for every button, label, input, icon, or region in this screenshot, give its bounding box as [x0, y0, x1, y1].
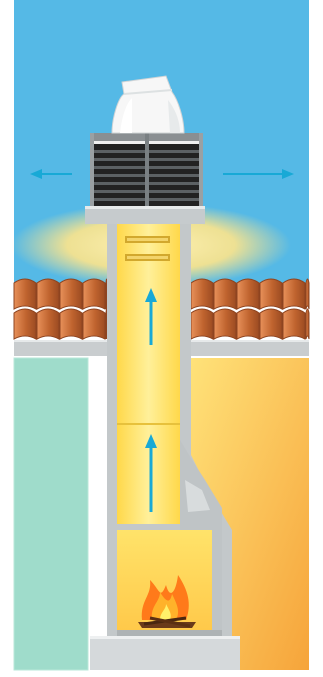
roof-tile: [214, 279, 236, 309]
roof-tile: [237, 279, 259, 309]
roof-tile: [106, 309, 107, 339]
roof-tiles-left: [14, 279, 107, 339]
roof-tile: [106, 279, 107, 309]
roof-tile: [37, 279, 59, 309]
roof-tile: [260, 309, 282, 339]
hearth-base: [90, 636, 240, 670]
roof-tile: [306, 309, 309, 339]
roof-tile: [191, 309, 213, 339]
left-wall: [14, 358, 88, 670]
roof-tiles-right: [191, 279, 309, 339]
roof-tile: [260, 279, 282, 309]
roof-tile: [283, 279, 305, 309]
roof-tile: [214, 309, 236, 339]
roof-tile: [283, 309, 305, 339]
roof-tile: [60, 309, 82, 339]
roof-tile: [191, 279, 213, 309]
roof-tile: [237, 309, 259, 339]
roof-tile: [60, 279, 82, 309]
roof-tile: [14, 279, 36, 309]
roof-tile: [37, 309, 59, 339]
roof-tile: [83, 309, 105, 339]
roof-tile: [83, 279, 105, 309]
roof-tile: [306, 279, 309, 309]
roof-tile: [14, 309, 36, 339]
chimney-flue: [117, 224, 180, 524]
